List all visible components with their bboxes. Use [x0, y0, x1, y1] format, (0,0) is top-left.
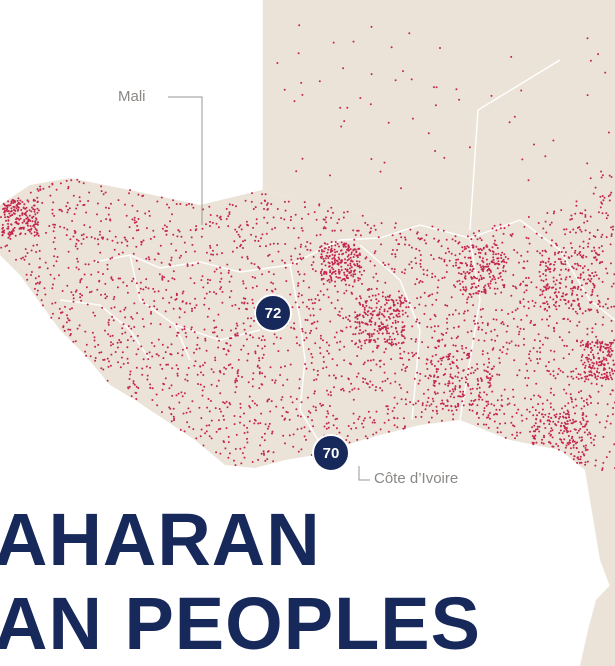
border-line-4	[129, 254, 191, 361]
label-mali: Mali	[118, 88, 146, 105]
border-line-2	[94, 254, 291, 273]
headline-line-2: AN PEOPLES	[0, 582, 481, 665]
label-cote-divoire: Côte d’Ivoire	[374, 470, 459, 487]
population-dot-cloud	[0, 170, 615, 471]
marker-cote-divoire[interactable]: 70	[312, 434, 350, 472]
border-line-3	[289, 224, 421, 266]
land-south-fragment	[580, 580, 615, 666]
country-borders	[59, 0, 615, 441]
marker-cote-divoire-value: 70	[322, 444, 340, 462]
leader-mali	[168, 96, 203, 225]
border-line-6	[359, 244, 421, 421]
border-line-1	[469, 59, 561, 231]
label-leaders	[168, 96, 370, 481]
border-line-5	[289, 264, 319, 441]
border-line-10	[59, 299, 151, 361]
land-sahara	[262, 0, 615, 230]
land-east-fragment	[585, 30, 615, 120]
population-dots	[0, 24, 615, 471]
border-line-8	[459, 237, 481, 421]
border-line-9	[519, 219, 615, 321]
marker-mali[interactable]: 72	[254, 294, 292, 332]
headline-line-1: AHARAN	[0, 498, 321, 581]
sparse-desert-dots	[276, 24, 610, 190]
leader-cote-divoire	[358, 466, 370, 481]
marker-mali-value: 72	[264, 304, 282, 322]
